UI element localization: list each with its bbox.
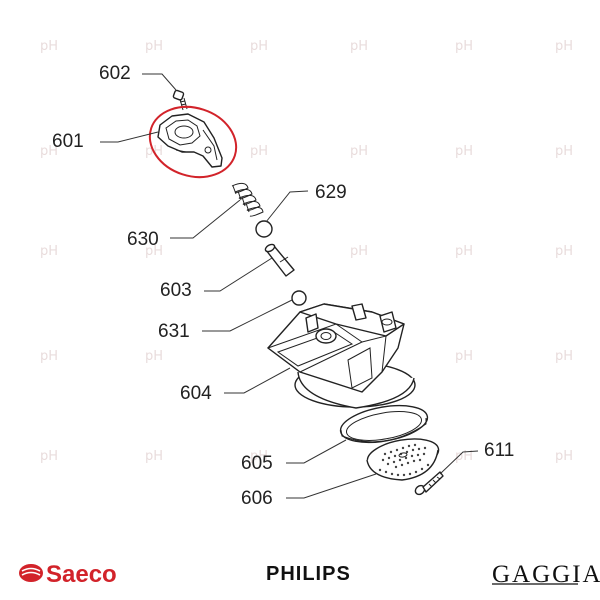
leader-606	[286, 473, 377, 499]
callout-630: 630	[127, 229, 159, 250]
watermark: pH	[455, 39, 473, 54]
callout-605: 605	[241, 453, 273, 474]
watermark: pH	[250, 144, 268, 159]
saeco-logo-icon	[19, 564, 43, 582]
leader-lines	[100, 73, 479, 499]
watermark: pH	[40, 244, 58, 259]
leader-630	[170, 199, 241, 239]
brand-philips: PHILIPS	[266, 563, 351, 585]
watermark: pH	[145, 244, 163, 259]
highlight-ring	[148, 105, 238, 179]
part-602-screw	[172, 89, 188, 111]
watermark: pH	[145, 349, 163, 364]
watermark: pH	[250, 449, 268, 464]
callout-606: 606	[241, 488, 273, 509]
watermark: pH	[145, 39, 163, 54]
watermark: pH	[555, 244, 573, 259]
watermark: pH	[40, 349, 58, 364]
watermark: pH	[555, 449, 573, 464]
leader-631	[202, 299, 293, 332]
watermark: pH	[145, 449, 163, 464]
part-604-head	[266, 303, 416, 409]
watermark: pH	[40, 449, 58, 464]
callout-603: 603	[160, 280, 192, 301]
part-603-pin	[264, 243, 295, 277]
callout-631: 631	[158, 321, 190, 342]
part-631-ball	[291, 290, 307, 306]
watermark: pH	[350, 39, 368, 54]
callout-629: 629	[315, 182, 347, 203]
watermark-grid: pH pH pH pH pH pH pH pH pH pH pH pH pH p…	[40, 39, 573, 464]
part-606-shower-screen	[366, 438, 440, 481]
watermark: pH	[555, 39, 573, 54]
watermark: pH	[350, 144, 368, 159]
brand-footer: Saeco PHILIPS GAGGIA	[19, 561, 600, 588]
watermark: pH	[455, 144, 473, 159]
part-630-spring	[231, 182, 264, 217]
leader-603	[204, 257, 273, 292]
callout-602: 602	[99, 63, 131, 84]
watermark: pH	[250, 39, 268, 54]
watermark: pH	[350, 244, 368, 259]
watermark: pH	[40, 144, 58, 159]
part-601-lever	[157, 113, 223, 168]
watermark: pH	[455, 349, 473, 364]
watermark: pH	[555, 144, 573, 159]
callout-labels: 602 601 629 630 603 631 604 611 605 606	[52, 63, 514, 509]
leader-604	[224, 367, 291, 394]
callout-604: 604	[180, 383, 212, 404]
leader-605	[286, 439, 347, 464]
brand-saeco: Saeco	[46, 561, 117, 588]
part-605-gasket	[339, 404, 429, 444]
watermark: pH	[455, 449, 473, 464]
leader-629	[265, 190, 309, 223]
watermark: pH	[40, 39, 58, 54]
leader-611	[439, 450, 479, 475]
leader-602	[142, 73, 177, 91]
callout-601: 601	[52, 131, 84, 152]
leader-601	[100, 131, 159, 143]
callout-611: 611	[484, 440, 514, 461]
watermark: pH	[455, 244, 473, 259]
watermark: pH	[555, 349, 573, 364]
part-611-screw	[414, 471, 444, 496]
part-629-ball	[255, 220, 273, 238]
